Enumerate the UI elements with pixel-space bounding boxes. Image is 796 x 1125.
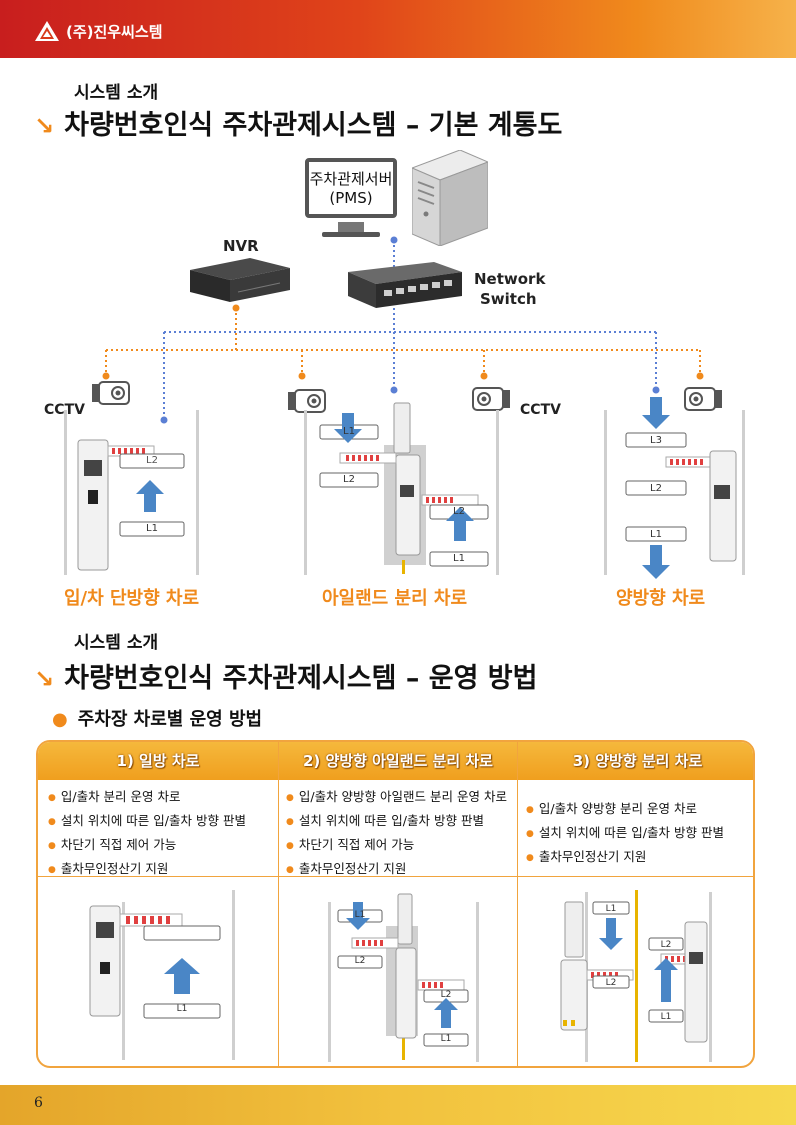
column-divider [517, 742, 518, 1066]
loop-l2: L2 [605, 978, 617, 988]
list-item: 차단기 직접 제어 가능 [286, 834, 507, 858]
loop-l2: L2 [660, 940, 672, 950]
section2-title-text: 차량번호인식 주차관제시스템 – 운영 방법 [64, 663, 538, 694]
server-icon [412, 150, 488, 246]
loop-l1: L1 [660, 1012, 672, 1022]
bullet-dot-icon: ● [52, 709, 68, 730]
list-item: 차단기 직접 제어 가능 [48, 834, 246, 858]
loop-l2: L2 [146, 455, 158, 466]
lane-operation-table: 1) 일방 차로 2) 양방향 아일랜드 분리 차로 3) 양방향 분리 차로 … [36, 740, 755, 1068]
loop-l1: L1 [650, 529, 662, 540]
lane-one-way-illustration [64, 410, 199, 575]
bullet-list-1: 입/출차 분리 운영 차로 설치 위치에 따른 입/출차 방향 판별 차단기 직… [48, 786, 246, 882]
list-item: 설치 위치에 따른 입/출차 방향 판별 [286, 810, 507, 834]
cctv-camera-icon [288, 389, 326, 413]
list-item: 출차무인정산기 지원 [526, 846, 724, 870]
section1-title-text: 차량번호인식 주차관제시스템 – 기본 계통도 [64, 110, 563, 141]
loop-l2: L2 [453, 506, 465, 517]
list-item: 입/출차 분리 운영 차로 [48, 786, 246, 810]
list-item: 출차무인정산기 지원 [286, 858, 507, 882]
loop-l1: L1 [343, 426, 355, 437]
list-item: 입/출차 양방향 분리 운영 차로 [526, 798, 724, 822]
loop-l1: L1 [453, 553, 465, 564]
loop-l1: L1 [605, 904, 617, 914]
list-item: 설치 위치에 따른 입/출차 방향 판별 [526, 822, 724, 846]
loop-l3: L3 [650, 435, 662, 446]
loop-l1: L1 [146, 523, 158, 534]
network-lines [102, 236, 704, 424]
lane-two-way-illustration [604, 397, 745, 579]
section2-label: 시스템 소개 [74, 633, 159, 653]
section2-title: ↘ 차량번호인식 주차관제시스템 – 운영 방법 [34, 656, 538, 695]
table-header [38, 742, 753, 780]
page-number: 6 [34, 1095, 43, 1111]
nvr-label: NVR [223, 237, 259, 255]
pms-label: 주차관제서버(PMS) [309, 170, 393, 207]
cctv-label-right: CCTV [520, 402, 561, 418]
section1-title: ↘ 차량번호인식 주차관제시스템 – 기본 계통도 [34, 103, 562, 142]
cctv-camera-icon [92, 381, 130, 405]
list-item: 출차무인정산기 지원 [48, 858, 246, 882]
section1-label: 시스템 소개 [74, 83, 159, 103]
loop-l2: L2 [354, 956, 366, 966]
monitor-stand [338, 222, 364, 234]
bullet-list-3: 입/출차 양방향 분리 운영 차로 설치 위치에 따른 입/출차 방향 판별 출… [526, 798, 724, 870]
table-header-3: 3) 양방향 분리 차로 [572, 752, 703, 770]
column-divider [278, 742, 279, 1066]
lane-island-illustration [304, 402, 499, 575]
loop-l2: L2 [343, 474, 355, 485]
lane-label-island: 아일랜드 분리 차로 [322, 588, 468, 609]
nvr-icon [190, 258, 290, 302]
network-switch-icon [348, 262, 462, 308]
bullet-list-2: 입/출차 양방향 아일랜드 분리 운영 차로 설치 위치에 따른 입/출차 방향… [286, 786, 507, 882]
header-bar [0, 0, 796, 58]
company-name: (주)진우씨스템 [66, 23, 163, 41]
list-item: 설치 위치에 따른 입/출차 방향 판별 [48, 810, 246, 834]
island-lane-illustration [328, 893, 479, 1062]
list-item: 입/출차 양방향 아일랜드 분리 운영 차로 [286, 786, 507, 810]
lane-label-one-way: 입/차 단방향 차로 [64, 588, 200, 609]
arrow-icon: ↘ [34, 112, 55, 140]
arrow-icon: ↘ [34, 665, 55, 693]
two-way-lane-illustration [560, 890, 712, 1062]
monitor-base [322, 232, 380, 237]
footer-bar [0, 1085, 796, 1125]
loop-l1: L1 [354, 910, 366, 920]
cctv-camera-icon [684, 387, 722, 411]
pms-monitor: 주차관제서버(PMS) [305, 158, 397, 218]
one-way-lane-illustration [89, 890, 235, 1060]
lane-label-two-way: 양방향 차로 [616, 588, 706, 609]
loop-l1: L1 [440, 1034, 452, 1044]
loop-l1: L1 [176, 1004, 188, 1014]
section2-subtitle-text: 주차장 차로별 운영 방법 [77, 709, 263, 730]
company-logo-icon [35, 21, 59, 41]
cctv-camera-icon [472, 387, 510, 411]
loop-l2: L2 [650, 483, 662, 494]
section2-subtitle: ● 주차장 차로별 운영 방법 [52, 705, 262, 731]
table-header-2: 2) 양방향 아일랜드 분리 차로 [303, 752, 493, 770]
loop-l2: L2 [440, 990, 452, 1000]
table-header-1: 1) 일방 차로 [116, 752, 200, 770]
